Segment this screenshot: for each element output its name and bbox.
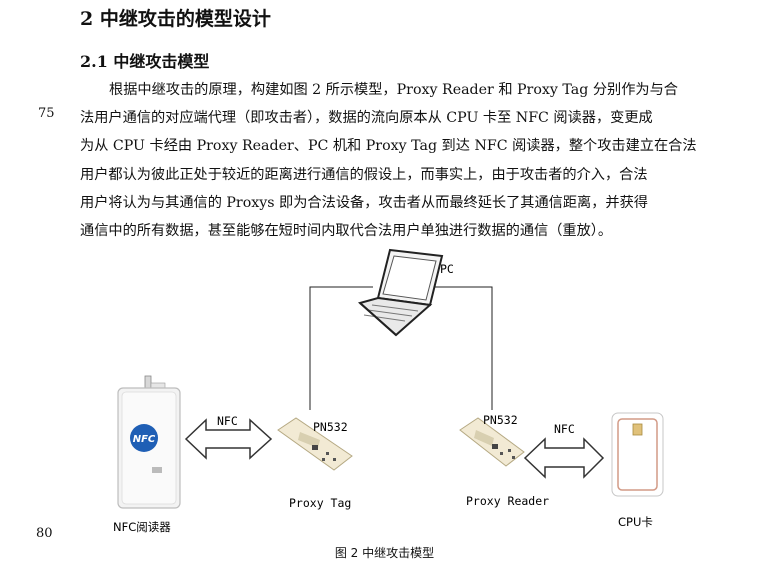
nfc-label-right: NFC — [554, 422, 575, 436]
nfc-reader-label: NFC阅读器 — [113, 520, 171, 534]
proxy-reader-board — [459, 417, 525, 467]
subsection-heading: 2.1 中继攻击模型 — [80, 52, 210, 71]
paragraph-line: 用户将认为与其通信的 Proxys 即为合法设备，攻击者从而最终延长了其通信距离… — [80, 194, 648, 211]
pc-label: PC — [440, 262, 454, 276]
pn532-label-right: PN532 — [483, 413, 518, 427]
paragraph-line: 用户都认为彼此正处于较近的距离进行通信的假设上，而事实上，由于攻击者的介入，合法 — [80, 166, 648, 183]
laptop-icon — [357, 248, 444, 337]
pn532-label-left: PN532 — [313, 420, 348, 434]
relay-attack-figure: PC NFC NFC PN532 Proxy Tag PN532 Proxy R… — [113, 248, 664, 534]
nfc-reader-device: NFC — [117, 375, 181, 509]
body-paragraph: 根据中继攻击的原理，构建如图 2 所示模型，Proxy Reader 和 Pro… — [80, 76, 730, 245]
connection-lines — [309, 286, 493, 410]
paragraph-line: 法用户通信的对应端代理（即攻击者），数据的流向原本从 CPU 卡至 NFC 阅读… — [80, 110, 653, 127]
nfc-label-left: NFC — [217, 414, 238, 428]
pc-to-proxy-reader-line — [428, 286, 493, 410]
paragraph-line: 为从 CPU 卡经由 Proxy Reader、PC 机和 Proxy Tag … — [80, 138, 697, 155]
nfc-logo-icon — [130, 424, 158, 452]
cpu-card — [611, 412, 664, 497]
nfc-double-arrow-right — [523, 437, 605, 479]
nfc-double-arrow-left — [184, 418, 273, 460]
proxy-reader-label: Proxy Reader — [466, 494, 549, 508]
paragraph-line: 通信中的所有数据，甚至能够在短时间内取代合法用户单独进行数据的通信（重放）。 — [80, 223, 613, 240]
line-number-80: 80 — [36, 526, 53, 541]
line-number-75: 75 — [38, 106, 55, 121]
paragraph-line: 根据中继攻击的原理，构建如图 2 所示模型，Proxy Reader 和 Pro… — [109, 82, 678, 98]
proxy-tag-board — [277, 417, 353, 471]
nfc-logo-text: NFC — [133, 434, 156, 445]
pc-to-proxy-tag-line — [309, 286, 373, 410]
figure-caption: 图 2 中继攻击模型 — [334, 546, 435, 560]
proxy-tag-label: Proxy Tag — [289, 496, 351, 510]
cpu-card-label: CPU卡 — [618, 515, 653, 529]
section-heading: 2 中继攻击的模型设计 — [80, 8, 271, 30]
chip-icon — [632, 423, 643, 436]
